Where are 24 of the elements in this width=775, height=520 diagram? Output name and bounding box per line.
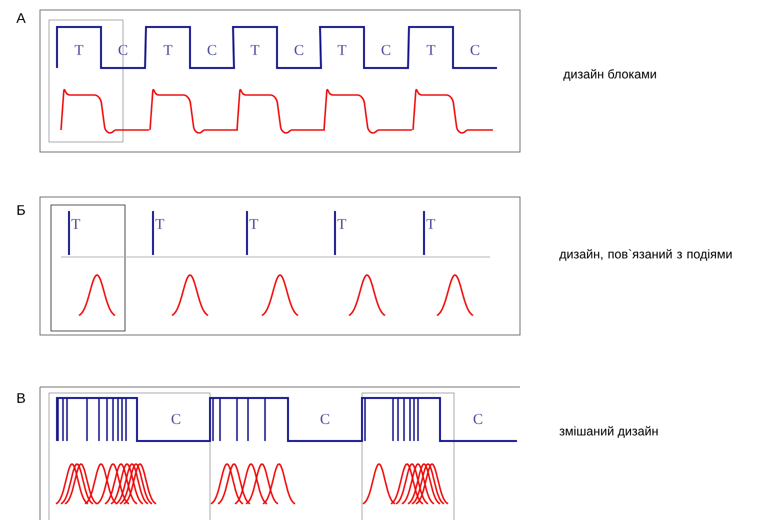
condition-label: C: [294, 44, 304, 56]
design-caption: змішаний дизайн: [560, 426, 658, 438]
condition-label: C: [474, 414, 482, 424]
condition-label: T: [155, 219, 164, 229]
condition-label: C: [382, 44, 390, 56]
condition-label: T: [426, 45, 436, 55]
condition-label: T: [250, 45, 260, 55]
condition-label: T: [71, 219, 80, 229]
condition-label: T: [164, 45, 172, 55]
condition-label: C: [470, 44, 480, 56]
panel-letter: Б: [18, 205, 25, 215]
condition-label: T: [249, 219, 258, 229]
condition-label: C: [172, 414, 180, 424]
condition-label: C: [118, 44, 128, 56]
condition-label: T: [74, 45, 84, 55]
condition-label: C: [208, 44, 216, 56]
panel-letter: А: [16, 13, 26, 23]
design-caption: дизайн блоками: [563, 69, 656, 81]
condition-label: T: [426, 219, 436, 229]
condition-label: T: [337, 219, 346, 229]
panel-letter: В: [17, 393, 25, 403]
condition-label: T: [338, 45, 346, 55]
condition-label: C: [320, 414, 330, 424]
design-caption: дизайн, пов`язаний з подіями: [559, 249, 732, 261]
